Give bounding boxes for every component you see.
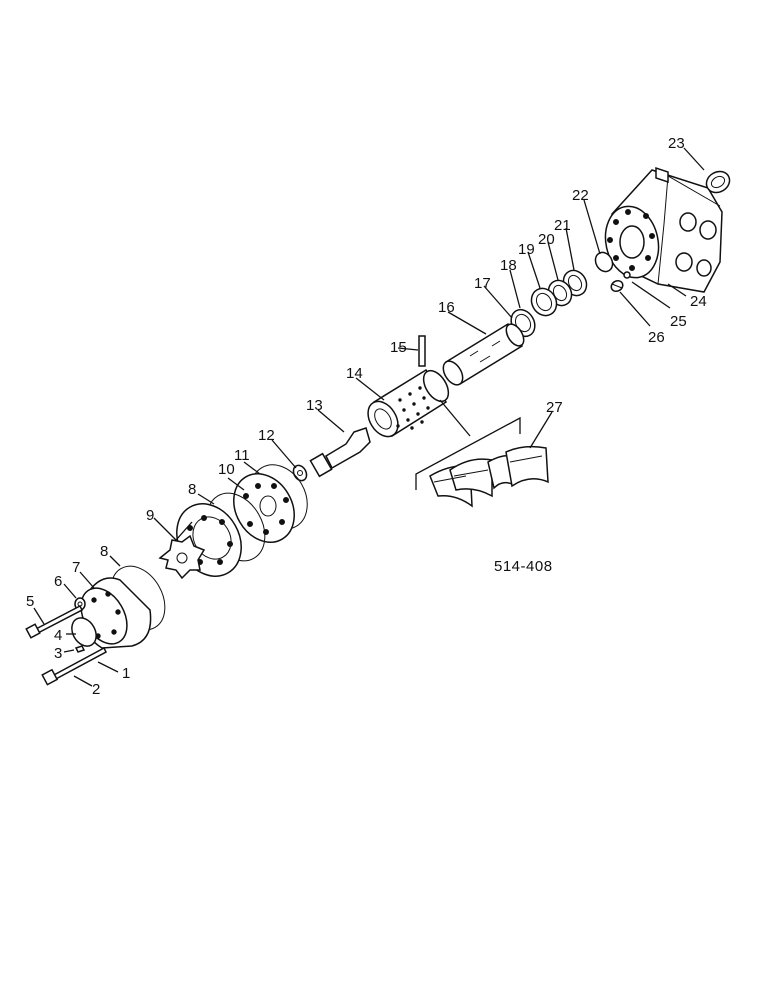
label-part-6: 6 [54,573,62,590]
drawing-reference: 514-408 [494,558,553,575]
part-15-pin [418,335,426,367]
part-23-seal [705,170,731,194]
label-part-27: 27 [546,399,563,416]
part-5-screw [25,604,84,639]
leader-lines [33,147,705,687]
part-labels: 1 2 3 4 5 6 7 8 8 9 10 11 12 13 14 15 16… [26,135,707,698]
part-7-end-cover [80,577,152,649]
label-part-11: 11 [234,447,250,464]
part-22-o-ring [594,251,614,273]
part-4-cover-plate [71,617,97,647]
label-part-26: 26 [648,329,665,346]
part-24-housing [604,166,723,293]
label-part-15: 15 [390,339,407,356]
part-3-pin [74,645,86,653]
label-part-23: 23 [668,135,685,152]
label-part-17: 17 [474,275,491,292]
label-part-19: 19 [518,241,535,258]
part-9-gear-rotor [158,534,206,580]
part-19-washer [530,287,558,317]
label-part-1: 1 [122,665,130,682]
part-27-shells [415,399,549,508]
label-part-14: 14 [346,365,363,382]
label-part-16: 16 [438,299,455,316]
label-part-5: 5 [26,593,34,610]
part-2-bolt [41,646,107,686]
label-part-12: 12 [258,427,275,444]
label-part-18: 18 [500,257,517,274]
label-part-2: 2 [92,681,100,698]
part-25-ball [623,271,631,279]
part-13-shaft [309,427,371,478]
label-part-8-upper: 8 [188,481,196,498]
part-16-spool [442,322,525,386]
label-part-21: 21 [554,217,571,234]
part-14-sleeve [367,368,450,438]
part-26-plug [610,279,624,293]
label-part-20: 20 [538,231,555,248]
label-part-24: 24 [690,293,707,310]
label-part-25: 25 [670,313,687,330]
label-part-7: 7 [72,559,80,576]
label-part-4: 4 [54,627,62,644]
label-part-3: 3 [54,645,62,662]
part-10-distributor-plate [233,473,295,543]
label-part-9: 9 [146,507,154,524]
label-part-8-lower: 8 [100,543,108,560]
label-part-22: 22 [572,187,589,204]
label-part-13: 13 [306,397,323,414]
label-part-10: 10 [218,461,235,478]
